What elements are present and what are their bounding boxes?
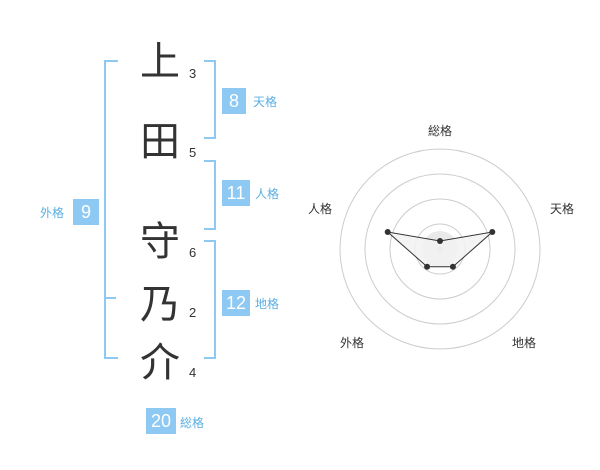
soukaku-label: 総格 xyxy=(180,416,205,430)
radar-label-gaikaku: 外格 xyxy=(340,336,365,350)
gaikaku-bracket-tick xyxy=(104,297,116,299)
radar-point-5 xyxy=(384,229,391,236)
stroke-count-5: 4 xyxy=(189,365,197,380)
jinkaku-badge: 11 xyxy=(222,180,250,206)
name-char-4: 乃 xyxy=(140,282,180,328)
radar-polygon xyxy=(386,231,494,268)
radar-ring xyxy=(389,198,491,300)
radar-area xyxy=(386,231,494,268)
name-char-5: 介 xyxy=(140,340,180,386)
tenkaku-bracket xyxy=(204,60,216,139)
chikaku-badge: 12 xyxy=(222,290,250,316)
radar-label-soukaku: 総格 xyxy=(428,124,453,138)
gaikaku-badge: 9 xyxy=(73,199,99,225)
soukaku-badge: 20 xyxy=(146,408,176,434)
chikaku-bracket xyxy=(204,240,216,359)
jinkaku-label: 人格 xyxy=(255,187,280,201)
stroke-count-2: 5 xyxy=(189,145,197,160)
radar-point-1 xyxy=(437,238,443,244)
name-char-1: 上 xyxy=(140,39,180,85)
radar-point-3 xyxy=(449,263,456,270)
radar-point-4 xyxy=(424,263,431,270)
chikaku-label: 地格 xyxy=(255,297,280,311)
radar-label-tenkaku: 天格 xyxy=(550,202,575,216)
tenkaku-label: 天格 xyxy=(253,95,278,109)
radar-ring xyxy=(364,173,516,325)
jinkaku-bracket xyxy=(204,160,216,230)
radar-ring xyxy=(339,148,541,350)
radar-point-2 xyxy=(489,229,496,236)
stroke-count-1: 3 xyxy=(189,66,197,81)
radar-label-chikaku: 地格 xyxy=(512,336,537,350)
gaikaku-bracket xyxy=(104,60,118,359)
radar-points xyxy=(384,229,496,270)
gaikaku-label: 外格 xyxy=(40,206,65,220)
radar-label-jinkaku: 人格 xyxy=(308,202,333,216)
stroke-count-4: 2 xyxy=(189,305,197,320)
name-char-2: 田 xyxy=(140,119,180,165)
tenkaku-badge: 8 xyxy=(222,88,246,114)
name-char-3: 守 xyxy=(140,219,180,265)
stroke-count-3: 6 xyxy=(189,245,197,260)
